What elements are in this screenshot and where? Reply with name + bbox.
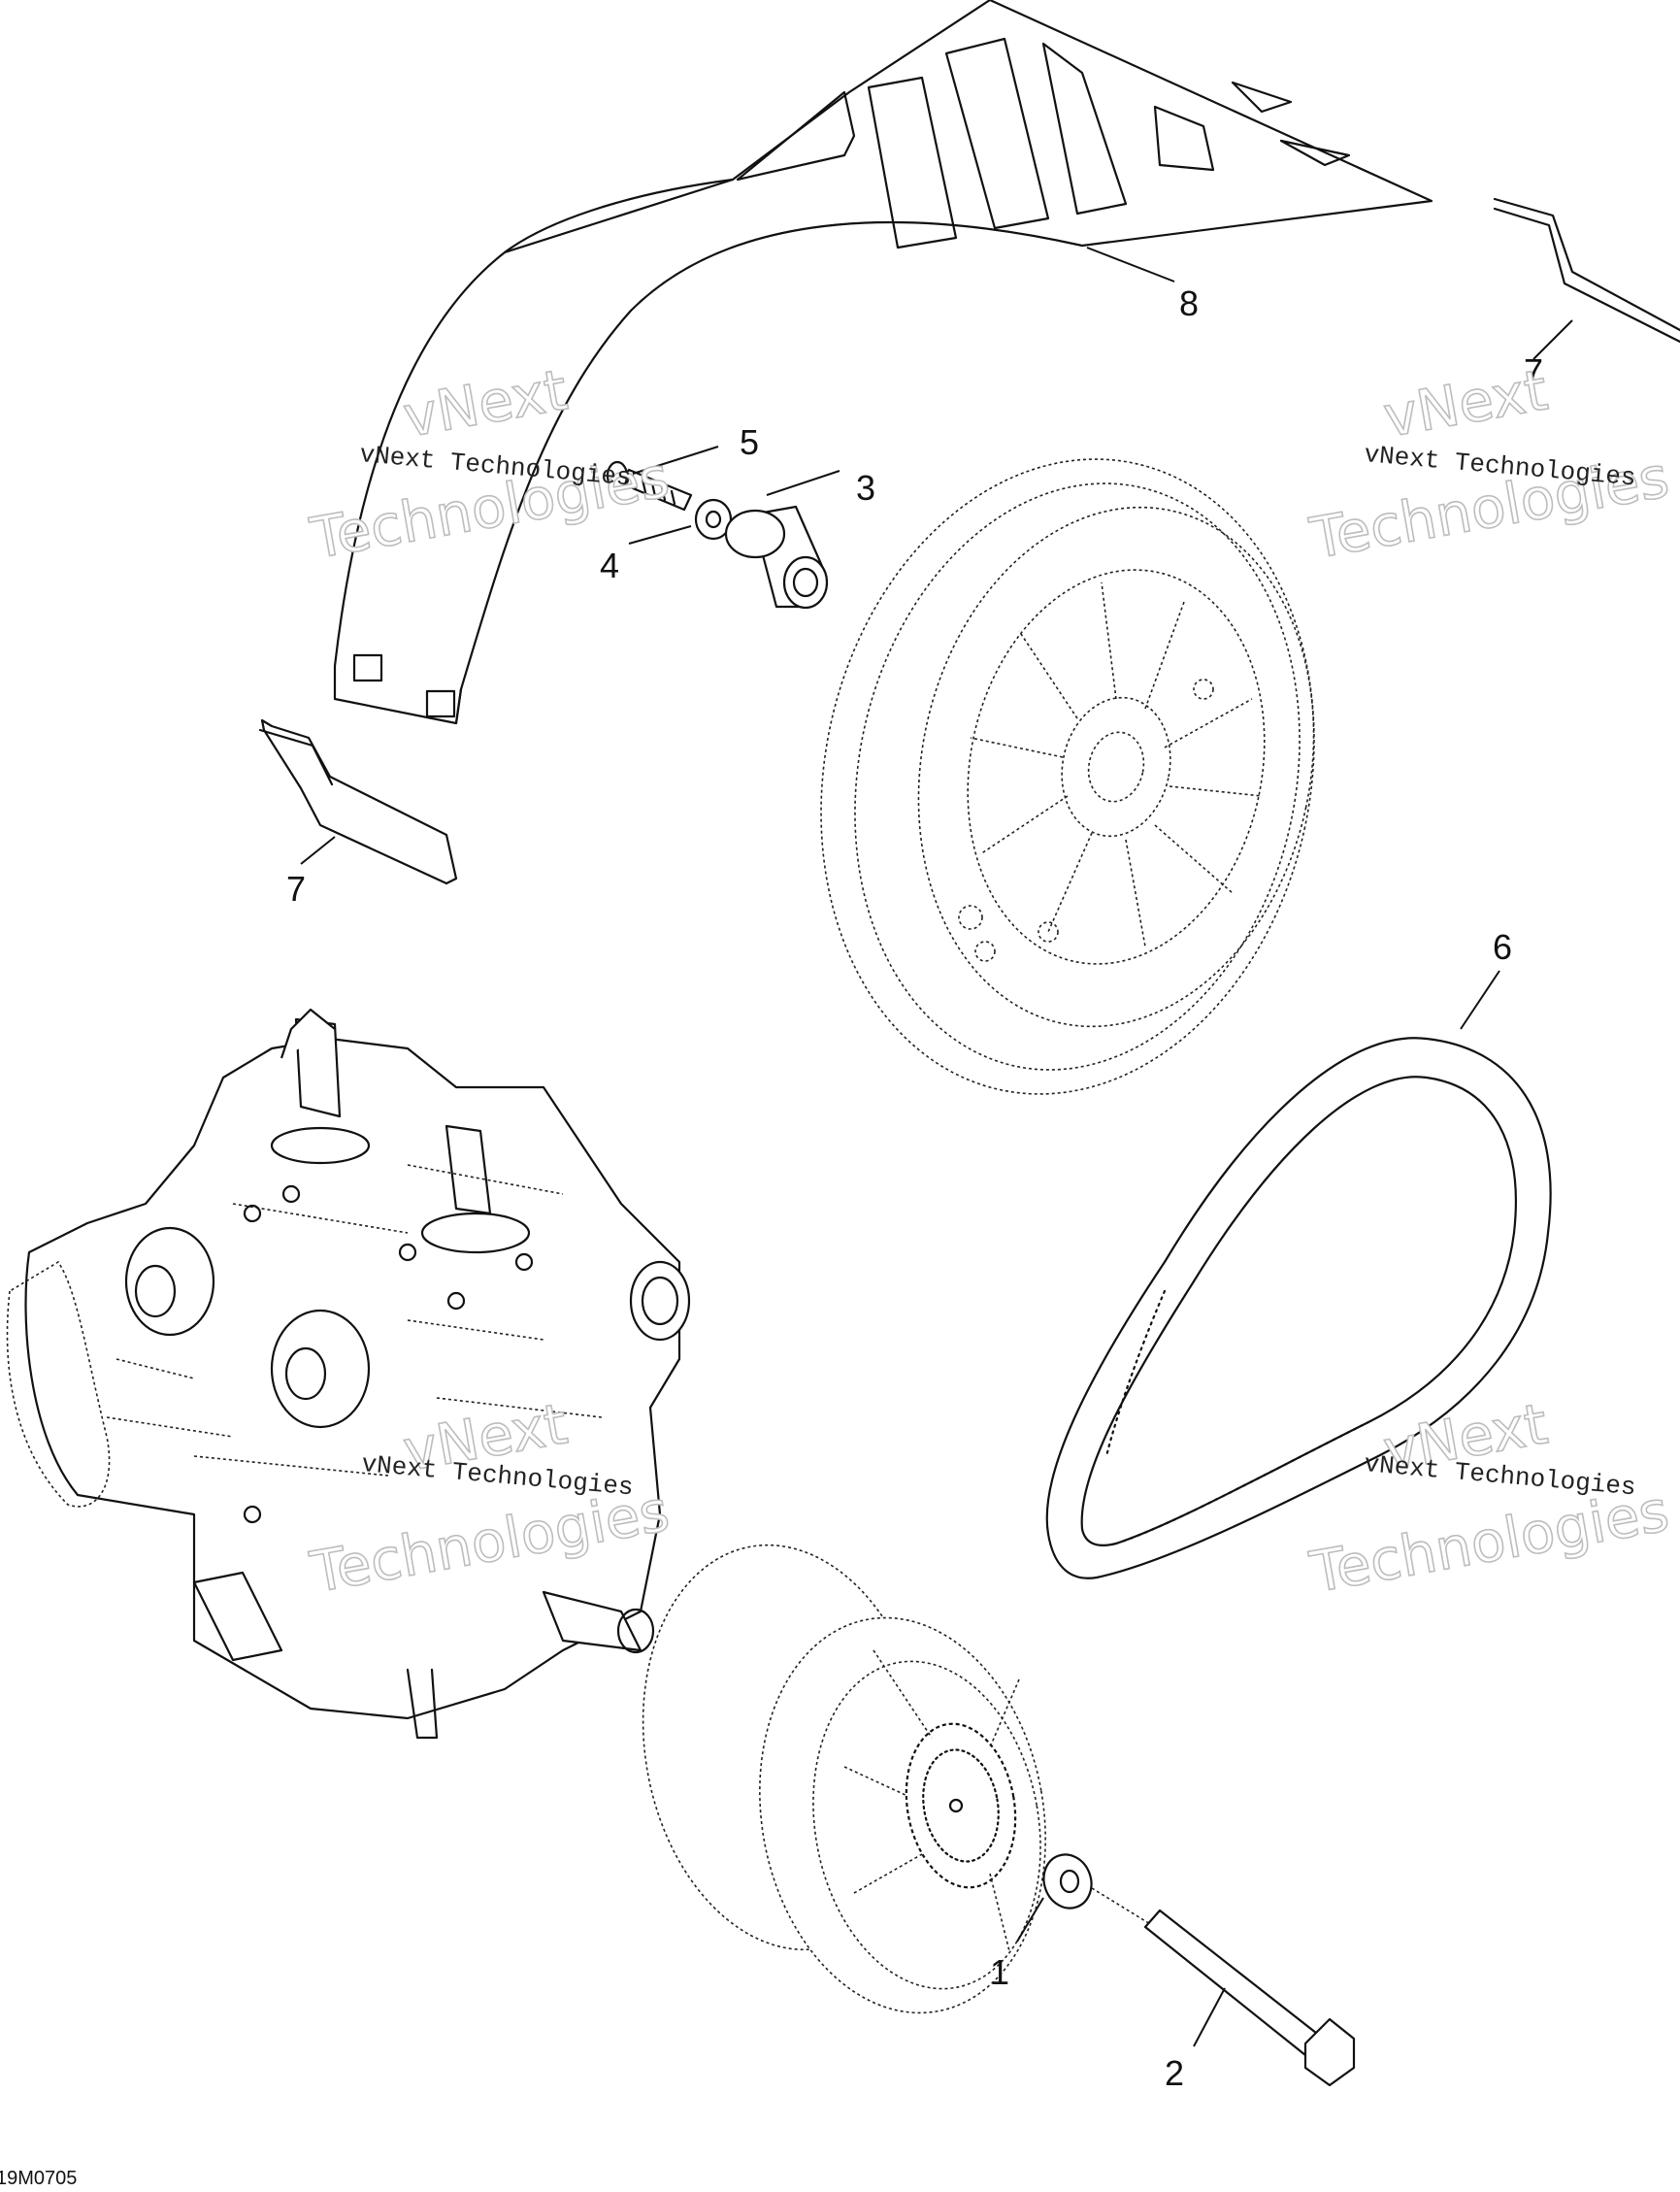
watermark-top-left: vNext Technologies vNext Technologies [305, 356, 675, 573]
callout-6: 6 [1493, 927, 1512, 967]
svg-text:vNext: vNext [1379, 356, 1553, 449]
callout-7-right: 7 [1524, 351, 1543, 391]
drive-pulley-phantom [642, 1544, 1046, 2014]
retaining-clip-part-7-right [1493, 197, 1680, 344]
bolt-axis-line [1091, 1887, 1156, 1928]
svg-text:vNext: vNext [399, 1390, 573, 1483]
callout-8: 8 [1179, 283, 1199, 323]
retaining-clip-part-7-left [258, 718, 458, 885]
leader-lines [300, 247, 1573, 2047]
washer-part-1 [1042, 1853, 1093, 1910]
spacer-part-3 [724, 505, 829, 610]
callout-3: 3 [856, 468, 875, 508]
callout-1: 1 [990, 1952, 1009, 1992]
screw-part-5 [606, 460, 693, 512]
driven-pulley-phantom [820, 458, 1315, 1095]
drawing-number: 19M0705 [0, 2168, 77, 2189]
callout-5: 5 [740, 422, 759, 462]
watermark-top-right: vNext Technologies vNext Technologies [1304, 356, 1674, 573]
bolt-part-2 [1143, 1909, 1356, 2087]
callout-labels: 1 2 3 4 5 6 7 7 8 [286, 283, 1543, 2093]
lock-washer-part-4 [694, 498, 733, 541]
belt-guard-part-8 [333, 0, 1433, 725]
drive-belt-part-6 [1045, 1037, 1552, 1579]
callout-4: 4 [600, 546, 619, 585]
callout-7-left: 7 [286, 869, 306, 909]
callout-2: 2 [1165, 2053, 1184, 2093]
engine-assembly [6, 1008, 691, 1740]
